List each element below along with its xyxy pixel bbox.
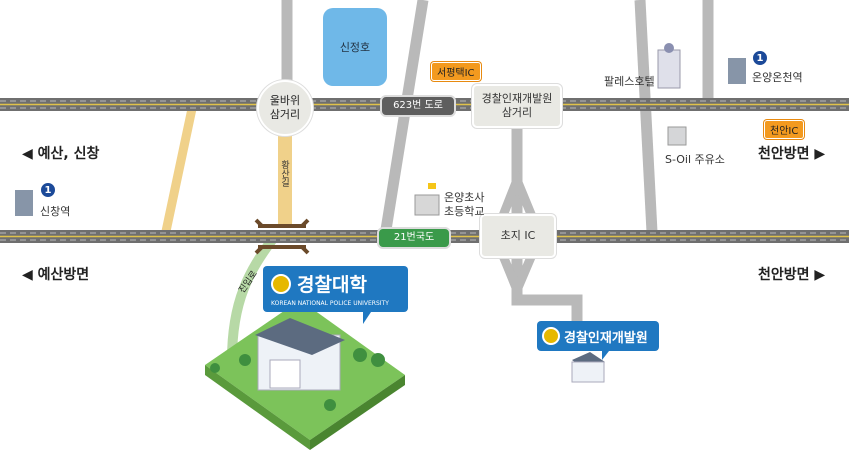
label-sinchang-station: 신창역 [40, 205, 71, 218]
road-label-623: 623번 도로 [380, 95, 456, 117]
station-building-icon [15, 190, 33, 216]
ic-cheonan: 천안IC [764, 120, 805, 139]
overpass-icon [254, 218, 310, 255]
university-subtitle: KOREAN NATIONAL POLICE UNIVERSITY [271, 300, 389, 307]
hotel-icon [657, 43, 681, 89]
subway-line-1-icon: 1 [752, 50, 768, 66]
lake-label: 신정호 [339, 41, 371, 54]
direction-cheonan-top: 천안방면 ▶ [758, 146, 826, 162]
subway-line-1-icon: 1 [40, 182, 56, 198]
bubble-tail [363, 312, 371, 324]
institute-building-illustration [571, 352, 605, 383]
school-icon [414, 183, 440, 216]
junction-choji-ic: 초지 IC [480, 214, 556, 258]
road-to-institute [511, 110, 583, 340]
institute-name: 경찰인재개발원 [564, 330, 648, 346]
institute-bubble[interactable]: 경찰인재개발원 [537, 321, 659, 360]
ic-seopyeongtaek: 서평택IC [431, 62, 481, 81]
gas-station-icon [667, 126, 687, 146]
police-emblem-icon [271, 273, 291, 294]
police-emblem-icon [542, 327, 560, 345]
road-label-21: 21번국도 [377, 227, 451, 249]
direction-yesan: ◀ 예산방면 [22, 267, 90, 283]
label-palace-hotel: 팔레스호텔 [604, 75, 655, 88]
road-east-diagonal [634, 0, 658, 233]
university-bubble[interactable]: 경찰대학 KOREAN NATIONAL POLICE UNIVERSITY [263, 266, 408, 324]
university-name: 경찰대학 [297, 274, 367, 296]
yellow-road [160, 103, 198, 237]
bubble-tail [602, 351, 609, 360]
road-label-hwangsan: 황산길 [279, 160, 289, 187]
direction-yesan-sinchang: ◀ 예산, 신창 [22, 146, 100, 162]
station-building-icon [728, 58, 746, 84]
direction-cheonan-bottom: 천안방면 ▶ [758, 267, 826, 283]
label-onyang-station: 온양온천역 [752, 71, 803, 84]
approach-road [227, 237, 277, 361]
lake-sinjeongho: 신정호 [323, 8, 387, 86]
road-diagonal [379, 0, 429, 237]
label-soil: S-Oil 주유소 [665, 153, 725, 166]
university-campus-illustration [205, 300, 405, 450]
